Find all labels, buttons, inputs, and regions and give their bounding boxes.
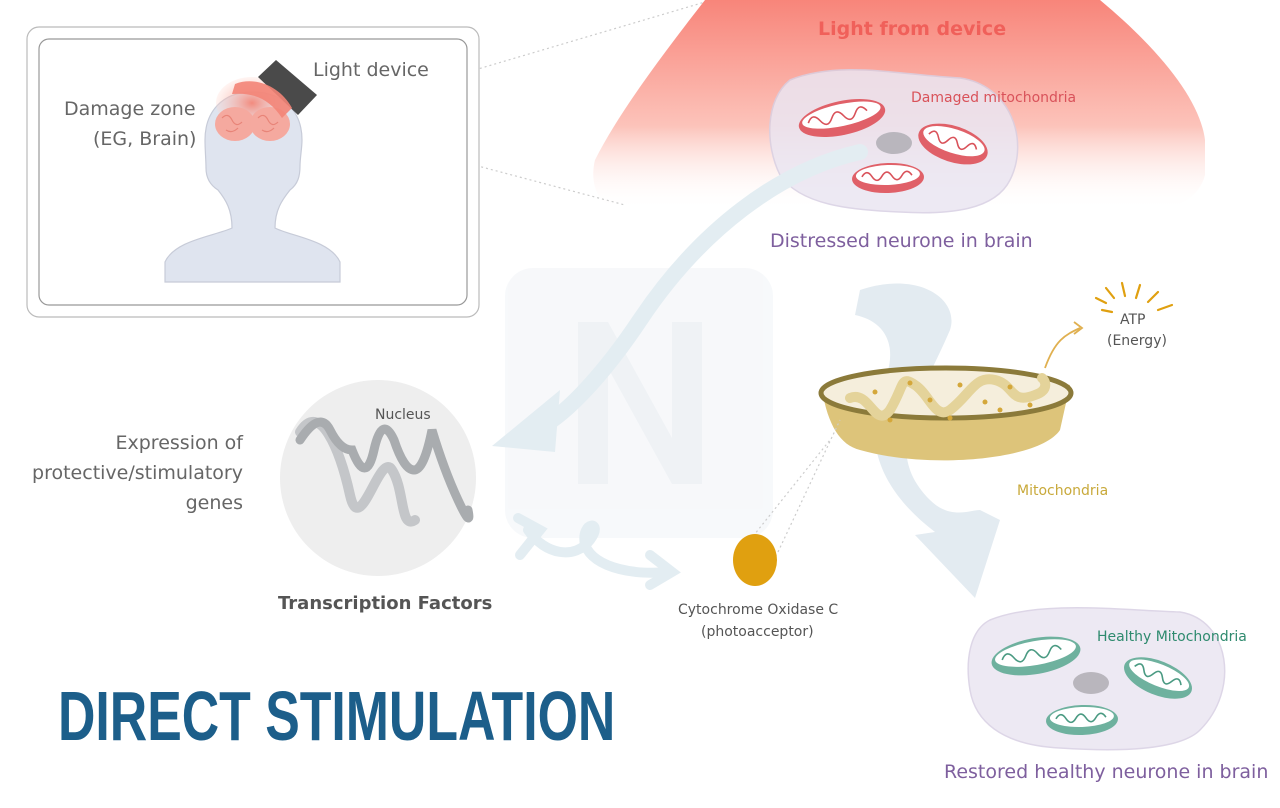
nucleus-label: Nucleus [375, 407, 431, 423]
healthy-mitochondrion [991, 636, 1081, 676]
signal-arrow-to-nucleus [492, 144, 868, 452]
damage-zone-label: Damage zone [64, 98, 196, 120]
healthy-mitochondria-label: Healthy Mitochondria [1097, 629, 1247, 645]
atp-energy-label: (Energy) [1107, 333, 1167, 349]
inset-panel [26, 26, 480, 318]
restoration-arrow [855, 283, 1000, 598]
damaged-mitochondria-label: Damaged mitochondria [911, 90, 1077, 106]
expression-label-line1: Expression of [115, 432, 244, 454]
expression-label-line3: genes [185, 492, 243, 514]
transcription-factors-label: Transcription Factors [278, 593, 493, 614]
expression-label-line2: protective/stimulatory [32, 462, 243, 484]
light-device-icon [232, 60, 317, 118]
distressed-neurone-cell [769, 69, 1019, 214]
atp-label: ATP [1120, 312, 1146, 328]
cytochrome-label: Cytochrome Oxidase C [678, 602, 839, 618]
healthy-neurone-cell [967, 607, 1226, 751]
healthy-mitochondrion [1124, 657, 1192, 699]
restored-neurone-label: Restored healthy neurone in brain [944, 761, 1269, 783]
cytochrome-photoacceptor-label: (photoacceptor) [701, 624, 814, 640]
mitochondrion-large [818, 365, 1074, 461]
atp-arrow [1044, 321, 1084, 369]
distressed-neurone-label: Distressed neurone in brain [770, 230, 1033, 252]
mitochondria-label: Mitochondria [1017, 483, 1109, 499]
atp-energy-rays-icon [1094, 281, 1174, 314]
light-device-label: Light device [313, 59, 429, 81]
cytochrome-oxidase [733, 419, 841, 586]
double-arrow-nucleus-cytochrome [513, 513, 681, 590]
healthy-mitochondrion [1046, 704, 1118, 736]
damaged-mitochondrion [918, 123, 988, 165]
damaged-mitochondrion [852, 162, 924, 194]
damage-zone-example-label: (EG, Brain) [93, 128, 197, 150]
light-from-device-label: Light from device [818, 18, 1007, 40]
nucleus [280, 380, 476, 576]
damaged-mitochondrion [798, 99, 886, 137]
page-title: DIRECT STIMULATION [58, 677, 616, 755]
